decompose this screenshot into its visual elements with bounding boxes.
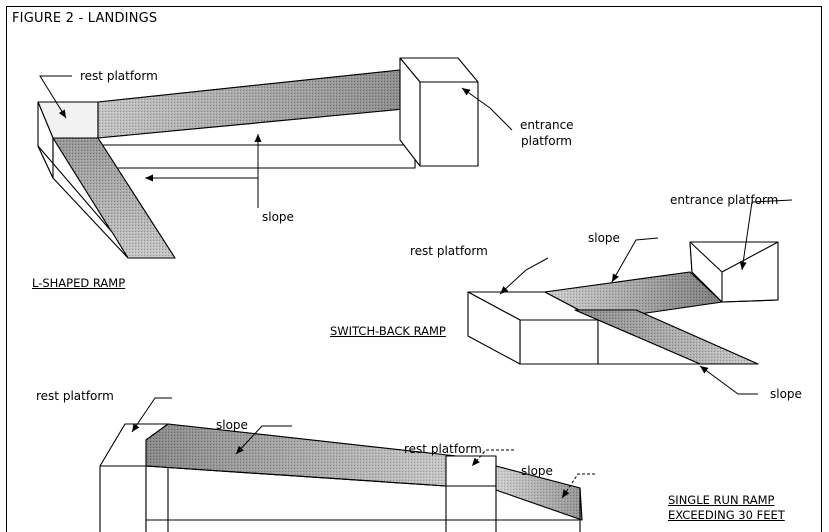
- l-entrance-platform-label-line2: platform: [521, 134, 572, 148]
- sb-slope-lower-front: [597, 319, 701, 365]
- sr-rest-platform-mid-top: [445, 455, 497, 487]
- single-run-leaders: [131, 397, 595, 499]
- sb-slope-lower-label: slope: [770, 387, 802, 401]
- sr-rest-platform-left-label: rest platform: [36, 389, 114, 403]
- sb-slope-upper-label: slope: [588, 231, 620, 245]
- l-entrance-platform-label-line1: entrance: [520, 118, 574, 132]
- l-shaped-leaders: [39, 75, 513, 208]
- figure-title: FIGURE 2 - LANDINGS: [12, 11, 158, 26]
- l-rest-platform-label: rest platform: [80, 69, 158, 83]
- sr-slope-left-label: slope: [216, 418, 248, 432]
- sb-entrance-platform-label: entrance platform: [670, 193, 779, 207]
- sr-rest-platform-mid-front: [445, 485, 497, 532]
- l-entrance-platform-side: [399, 57, 421, 167]
- switch-back-ramp-caption: SWITCH-BACK RAMP: [330, 324, 446, 338]
- sr-slope-right-label: slope: [521, 464, 553, 478]
- single-run-ramp-caption-line1: SINGLE RUN RAMP: [668, 493, 775, 507]
- l-slope-label: slope: [262, 210, 294, 224]
- switch-back-leaders: [499, 199, 793, 395]
- single-run-ramp-drawing: [99, 423, 583, 532]
- switch-back-ramp-drawing: [467, 241, 779, 365]
- sr-rest-platform-mid-label: rest platform: [404, 442, 482, 456]
- sb-rest-platform-front: [519, 319, 599, 365]
- sb-rest-platform-side: [467, 291, 521, 365]
- single-run-ramp-caption-line2: EXCEEDING 30 FEET: [668, 508, 785, 522]
- l-shaped-ramp-caption: L-SHAPED RAMP: [32, 276, 126, 290]
- figure-frame: [6, 6, 822, 532]
- l-entrance-platform-front: [419, 81, 479, 167]
- sb-rest-platform-label: rest platform: [410, 244, 488, 258]
- l-slope-lower-side: [37, 145, 129, 259]
- sr-rest-platform-front: [99, 465, 147, 532]
